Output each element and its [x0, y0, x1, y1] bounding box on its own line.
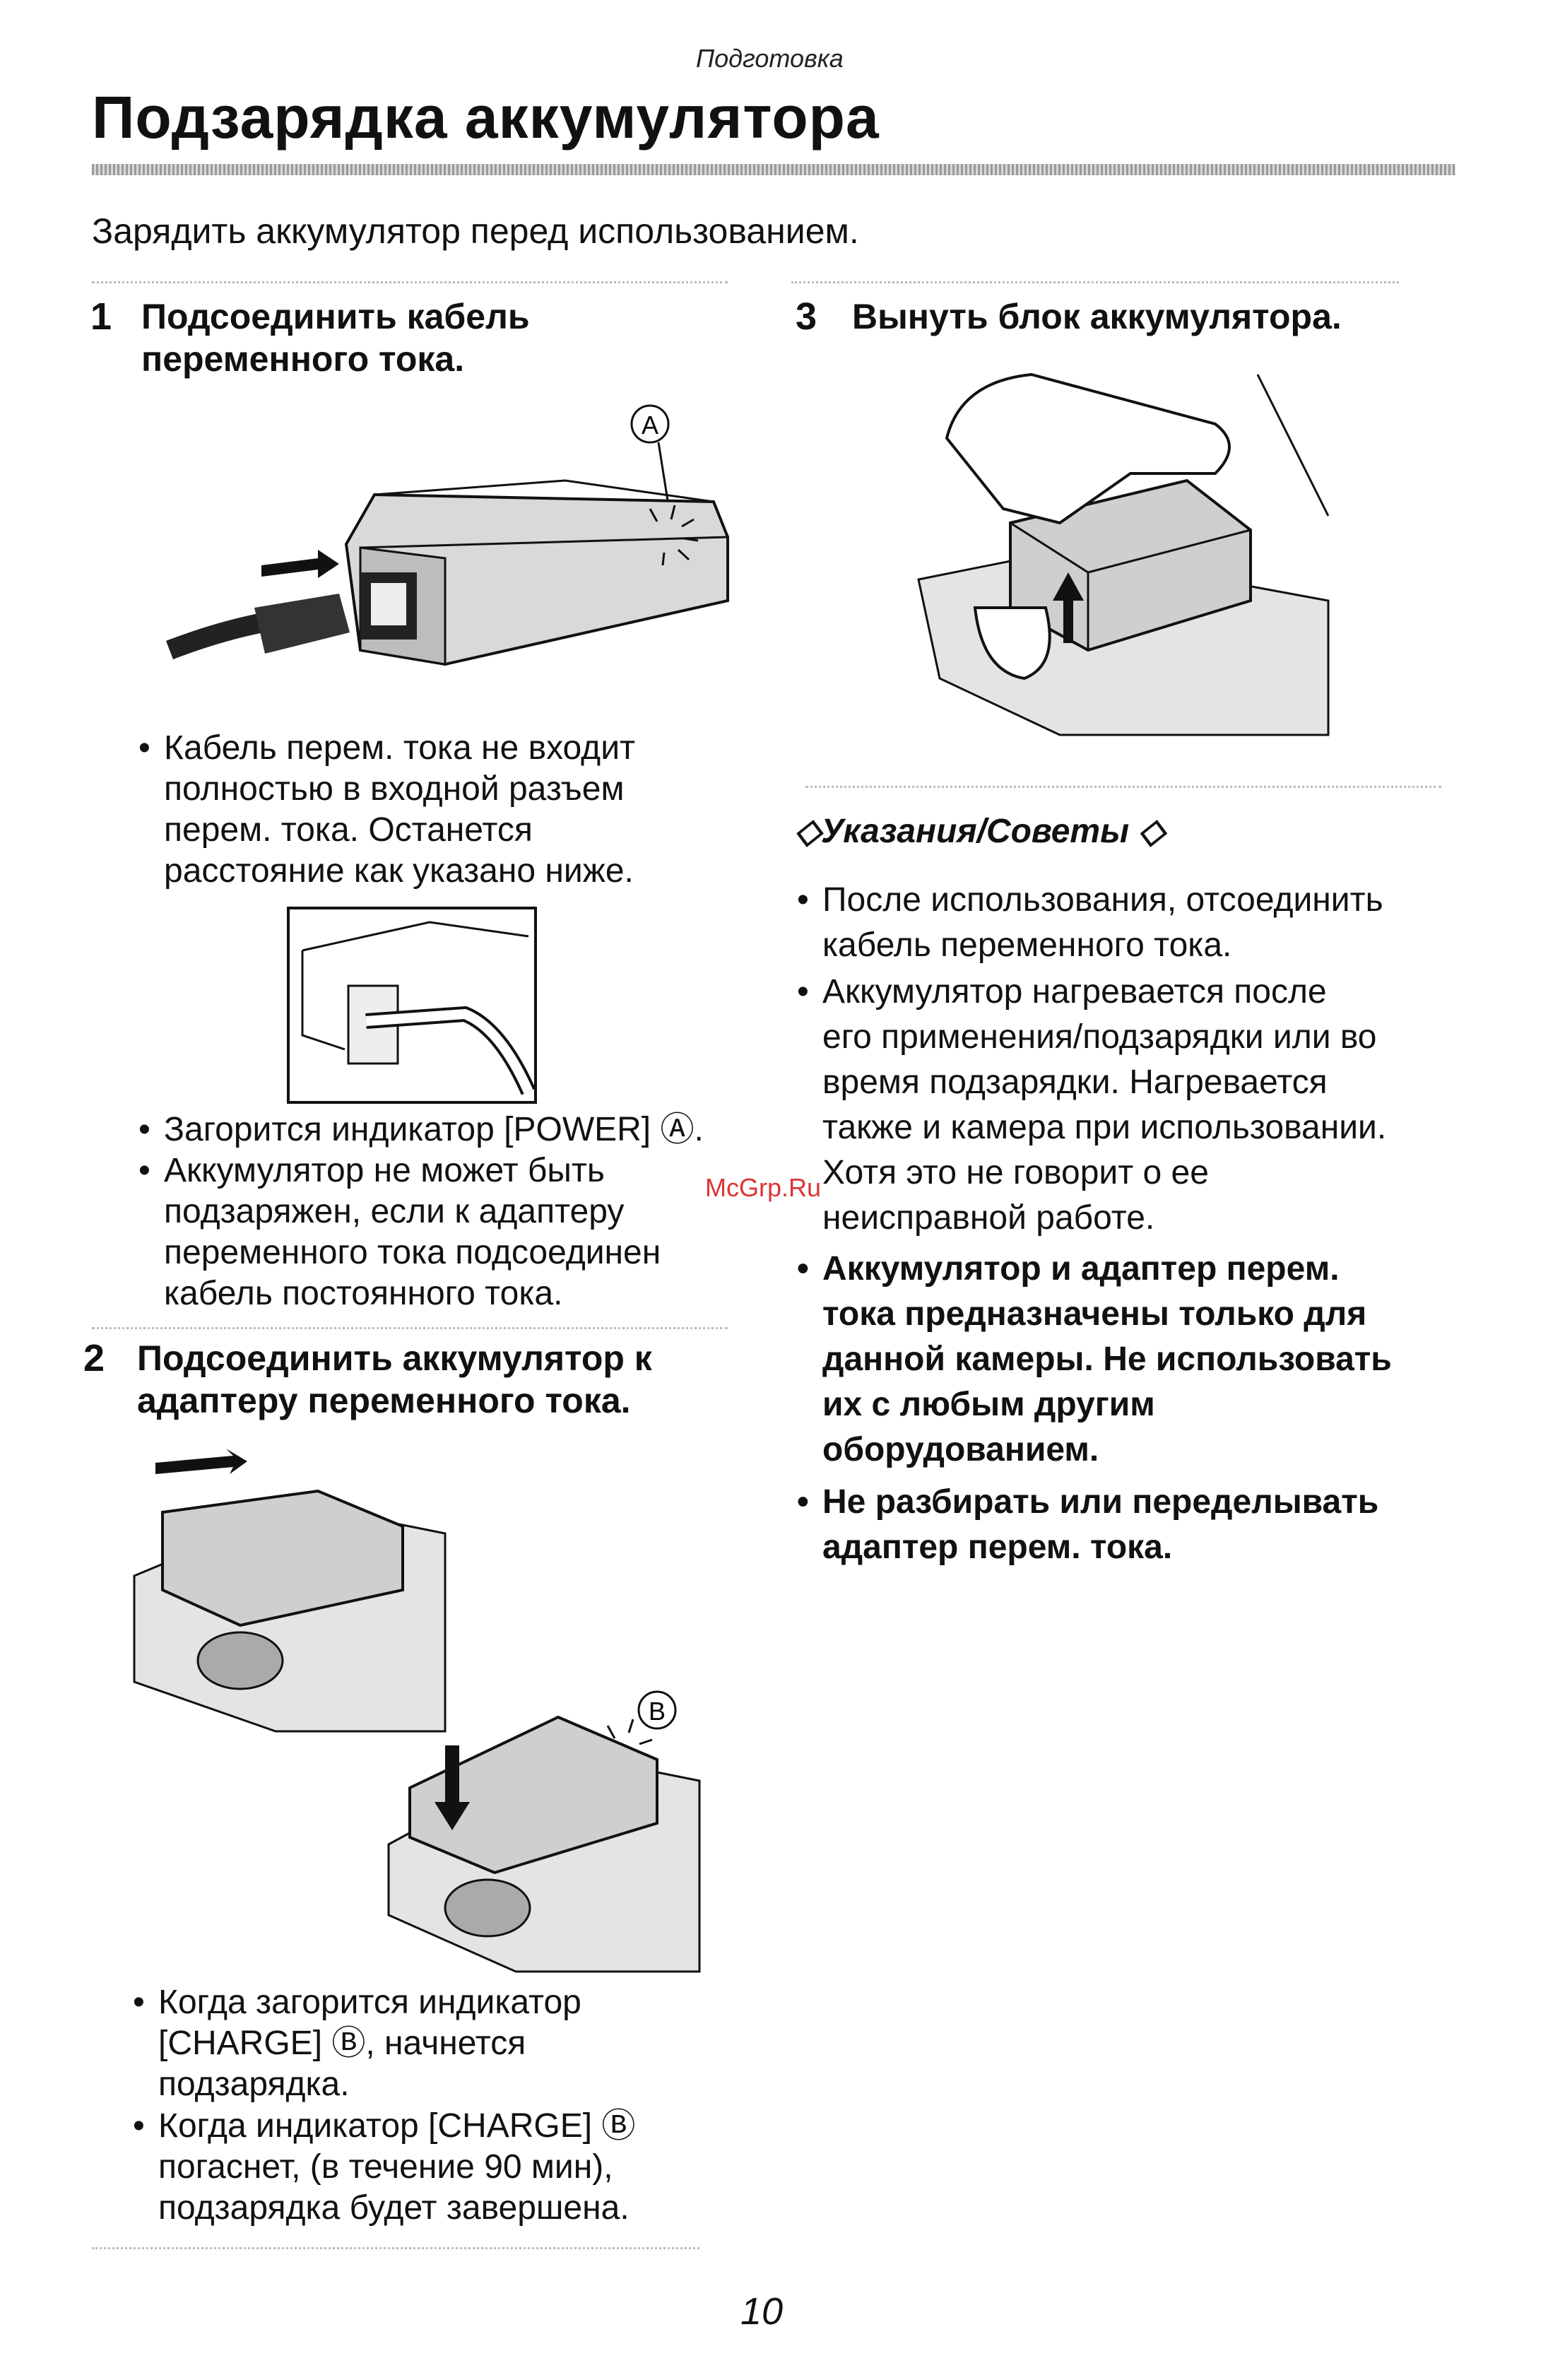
separator	[92, 2247, 699, 2249]
marker-b: B	[649, 1697, 666, 1726]
step-number: 1	[90, 295, 112, 338]
separator	[805, 786, 1441, 788]
intro-text: Зарядить аккумулятор перед использование…	[92, 211, 859, 251]
separator	[791, 281, 1399, 283]
plug-detail-illustration	[287, 907, 537, 1104]
separator	[92, 1327, 728, 1329]
adapter-cable-illustration: A	[165, 404, 729, 666]
step-2-note-1: • Когда загорится индикатор[CHARGE] Ⓑ, н…	[133, 1984, 581, 2103]
separator	[92, 281, 728, 283]
step-number: 3	[796, 295, 817, 338]
tips-title: ◇Указания/Советы ◇	[795, 813, 1165, 850]
page-number: 10	[740, 2290, 784, 2333]
marker-a: A	[642, 411, 658, 440]
battery-insert-illustration: B	[133, 1449, 701, 1973]
step-1-note-2: •Загорится индикатор [POWER] Ⓐ.	[138, 1111, 704, 1148]
tips-item-3: • Аккумулятор и адаптер перем.тока предн…	[797, 1250, 1392, 1468]
page-title: Подзарядка аккумулятора	[92, 84, 880, 151]
watermark: McGrp.Ru	[705, 1173, 822, 1202]
step-number: 2	[83, 1337, 105, 1379]
battery-remove-illustration	[917, 372, 1330, 736]
title-rule	[92, 164, 1455, 175]
step-3: 3 Вынуть блок аккумулятора.	[796, 295, 1431, 345]
section-label: Подготовка	[696, 44, 844, 73]
step-title: Вынуть блок аккумулятора.	[852, 297, 1342, 336]
